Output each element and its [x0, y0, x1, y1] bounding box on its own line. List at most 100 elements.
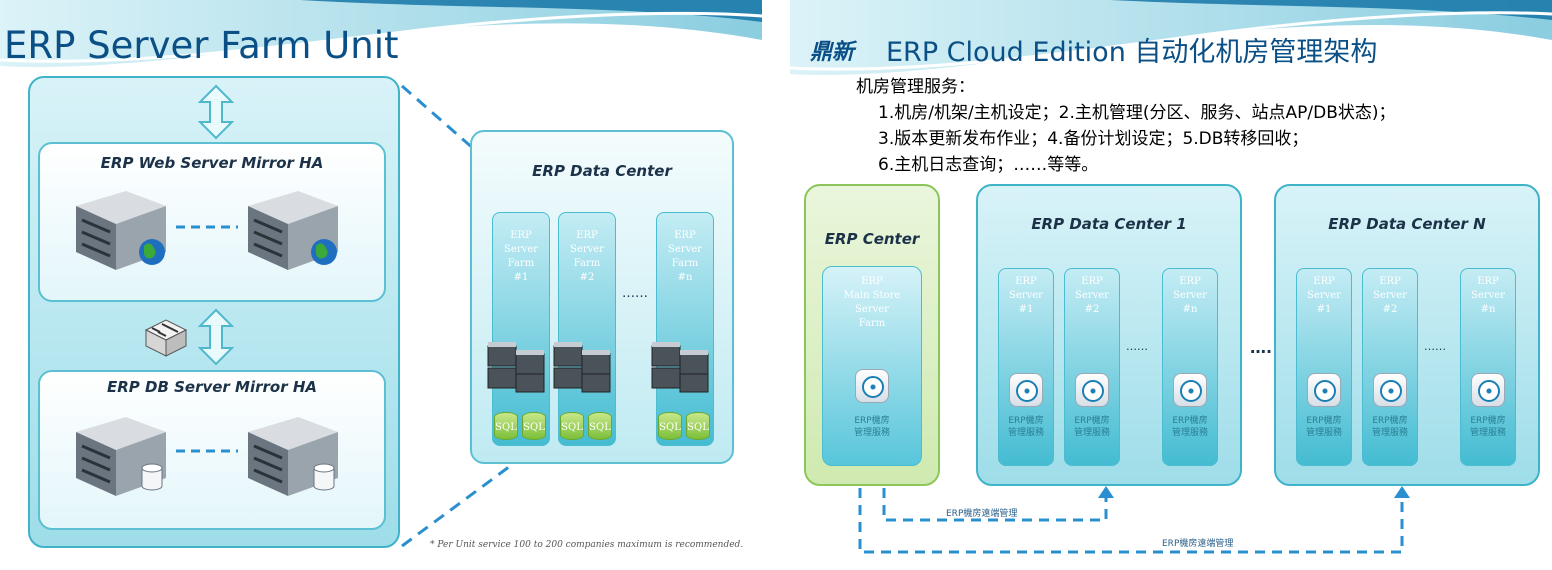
service-label-line: ERP機房: [1008, 416, 1044, 426]
farm-label-line: #n: [1182, 304, 1198, 315]
farm-label-line: ERP: [576, 230, 598, 241]
sql-database-icon: SQL: [494, 412, 518, 440]
server-farm-column: ERP Server #1 ERP機房 管理服務: [998, 268, 1054, 466]
management-service-icon: [1373, 373, 1407, 407]
farm-label-line: Server: [855, 304, 889, 315]
service-label-line: 管理服務: [853, 428, 890, 438]
bidirectional-arrow-icon: [198, 308, 234, 366]
web-server-icon: [76, 191, 166, 270]
server-farm-column: ERP Server #n ERP機房 管理服務: [1162, 268, 1218, 466]
service-label-line: 管理服務: [1171, 428, 1208, 438]
management-service-icon: [1307, 373, 1341, 407]
server-rack-icon: [553, 342, 611, 393]
farm-label-line: Server: [504, 244, 538, 255]
sql-database-icon: SQL: [588, 412, 612, 440]
service-label-line: ERP機房: [1372, 416, 1408, 426]
farm-label-line: Farm: [671, 258, 699, 269]
service-label-line: 管理服務: [1305, 428, 1342, 438]
left-slide: ERP Server Farm Unit ERP Web Server Mirr…: [0, 0, 762, 570]
header-wave: [0, 0, 762, 68]
server-rack-icon: [487, 342, 545, 393]
farm-label-line: Server: [1471, 290, 1505, 301]
web-server-mirror-icon: [248, 191, 338, 270]
sql-database-icon: SQL: [658, 412, 682, 440]
farm-label-line: Farm: [573, 258, 601, 269]
remote-management-arrows: [858, 486, 1410, 554]
farm-label-line: ERP: [1015, 276, 1037, 287]
service-label-line: ERP機房: [1074, 416, 1110, 426]
service-label-line: ERP機房: [1470, 416, 1506, 426]
server-farm-column: ERP Server #2 ERP機房 管理服務: [1064, 268, 1120, 466]
farm-label-line: Server: [1075, 290, 1109, 301]
server-farm-column: ERP Server #2 ERP機房 管理服務: [1362, 268, 1418, 466]
right-slide: 鼎新 ERP Cloud Edition 自动化机房管理架构 机房管理服务： 1…: [790, 0, 1552, 570]
remote-management-label: ERP機房遠端管理: [946, 509, 1018, 519]
data-center-label: ERP Data Center: [532, 162, 672, 180]
db-server-label: ERP DB Server Mirror HA: [106, 378, 317, 396]
farm-label-line: Server: [1009, 290, 1043, 301]
farm-label-line: ERP: [1379, 276, 1401, 287]
server-farm-column: ERP Server #n ERP機房 管理服務: [1460, 268, 1516, 466]
server-farm-column: ERP Server Farm #1: [492, 212, 550, 446]
service-label-line: ERP機房: [1306, 416, 1342, 426]
management-service-icon: [855, 369, 889, 403]
between-centers-dots: ….: [1250, 338, 1273, 357]
service-label-line: ERP機房: [854, 416, 890, 426]
farm-label-line: Server: [570, 244, 604, 255]
management-service-icon: [1173, 373, 1207, 407]
farm-label-line: Server: [668, 244, 702, 255]
farm-label-line: #2: [579, 272, 595, 283]
server-farm-column: ERP Server #1 ERP機房 管理服務: [1296, 268, 1352, 466]
mirror-link-db: [176, 449, 238, 453]
farm-label-line: ERP: [674, 230, 696, 241]
db-server-icon: [76, 417, 166, 496]
farm-label-line: #n: [1480, 304, 1496, 315]
db-server-mirror-icon: [248, 417, 338, 496]
service-label-line: 管理服務: [1007, 428, 1044, 438]
slide-title: ERP Server Farm Unit: [4, 24, 399, 67]
data-center-n-label: ERP Data Center N: [1328, 215, 1486, 233]
service-label-line: 管理服務: [1371, 428, 1408, 438]
main-store-farm-column: ERP Main Store Server Farm ERP機房 管理服務: [822, 266, 922, 466]
brand-logo: 鼎新: [810, 39, 855, 65]
service-label-line: 管理服務: [1469, 428, 1506, 438]
farm-label-line: Farm: [858, 318, 886, 329]
management-service-icon: [1075, 373, 1109, 407]
network-switch-icon: [144, 319, 188, 357]
header-wave: [790, 0, 1552, 76]
farm-label-line: ERP: [1081, 276, 1103, 287]
sql-database-icon: SQL: [522, 412, 546, 440]
farm-label-line: ERP: [510, 230, 532, 241]
farm-label-line: ERP: [1313, 276, 1335, 287]
web-server-label: ERP Web Server Mirror HA: [100, 154, 324, 172]
data-center-1-label: ERP Data Center 1: [1031, 215, 1187, 233]
remote-management-label: ERP機房遠端管理: [1162, 539, 1234, 549]
sql-database-icon: SQL: [686, 412, 710, 440]
erp-center-label: ERP Center: [824, 230, 920, 248]
farm-label-line: #1: [513, 272, 529, 283]
server-farm-column: ERP Server Farm #2: [558, 212, 616, 446]
farm-label-line: ERP: [1477, 276, 1499, 287]
server-farm-column: ERP Server Farm #n: [656, 212, 714, 446]
farm-dots: ……: [1424, 340, 1446, 353]
service-label-line: 管理服務: [1073, 428, 1110, 438]
farm-label-line: #2: [1382, 304, 1398, 315]
farm-label-line: #2: [1084, 304, 1100, 315]
bidirectional-arrow-icon: [198, 84, 234, 140]
slide-title: ERP Cloud Edition 自动化机房管理架构: [886, 37, 1378, 68]
farm-label-line: Farm: [507, 258, 535, 269]
sql-database-icon: SQL: [560, 412, 584, 440]
service-heading: 机房管理服务：: [856, 77, 975, 97]
farm-label-line: Main Store: [843, 290, 901, 301]
management-service-icon: [1009, 373, 1043, 407]
mirror-link-web: [176, 225, 238, 229]
farm-label-line: Server: [1307, 290, 1341, 301]
management-service-icon: [1471, 373, 1505, 407]
service-line: 6.主机日志查询；……等等。: [878, 155, 1099, 175]
farm-label-line: ERP: [861, 276, 883, 287]
service-line: 1.机房/机架/主机设定；2.主机管理(分区、服务、站点AP/DB状态)；: [878, 103, 1396, 123]
footnote: * Per Unit service 100 to 200 companies …: [430, 540, 744, 550]
farm-dots: ……: [622, 286, 648, 301]
farm-label-line: Server: [1173, 290, 1207, 301]
service-label-line: ERP機房: [1172, 416, 1208, 426]
